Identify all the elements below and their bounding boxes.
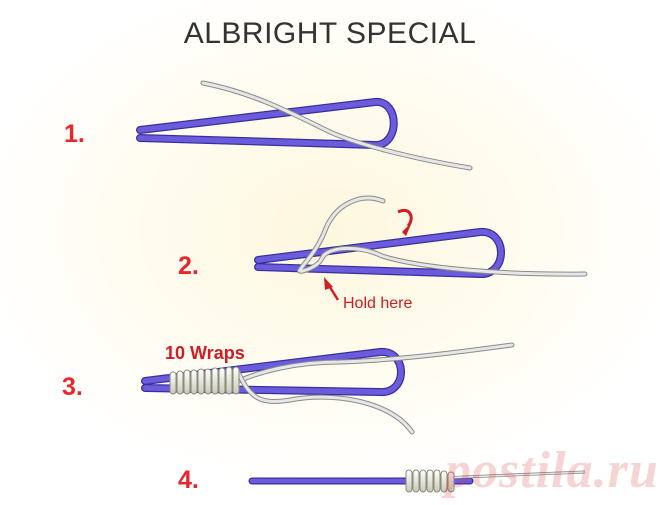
step-3-diagram <box>141 342 515 435</box>
hold-here-label: Hold here <box>343 295 413 312</box>
step-2-number: 2. <box>178 252 199 280</box>
step-1-diagram <box>136 80 473 171</box>
finished-wraps <box>405 469 455 493</box>
page-title: ALBRIGHT SPECIAL <box>183 17 477 50</box>
curved-arrow-icon <box>397 209 413 236</box>
watermark: postila.ru <box>445 442 659 499</box>
light-line <box>200 80 473 171</box>
step-1-number: 1. <box>64 120 85 148</box>
light-line-tail <box>235 369 415 435</box>
pointer-arrow-icon <box>324 277 340 301</box>
step-2-diagram <box>254 195 588 301</box>
wraps-count-label: 10 Wraps <box>165 343 245 363</box>
line-wraps <box>169 366 240 395</box>
step-4-number: 4. <box>178 466 199 494</box>
step-3-number: 3. <box>62 373 83 401</box>
step-4-diagram <box>248 469 586 493</box>
